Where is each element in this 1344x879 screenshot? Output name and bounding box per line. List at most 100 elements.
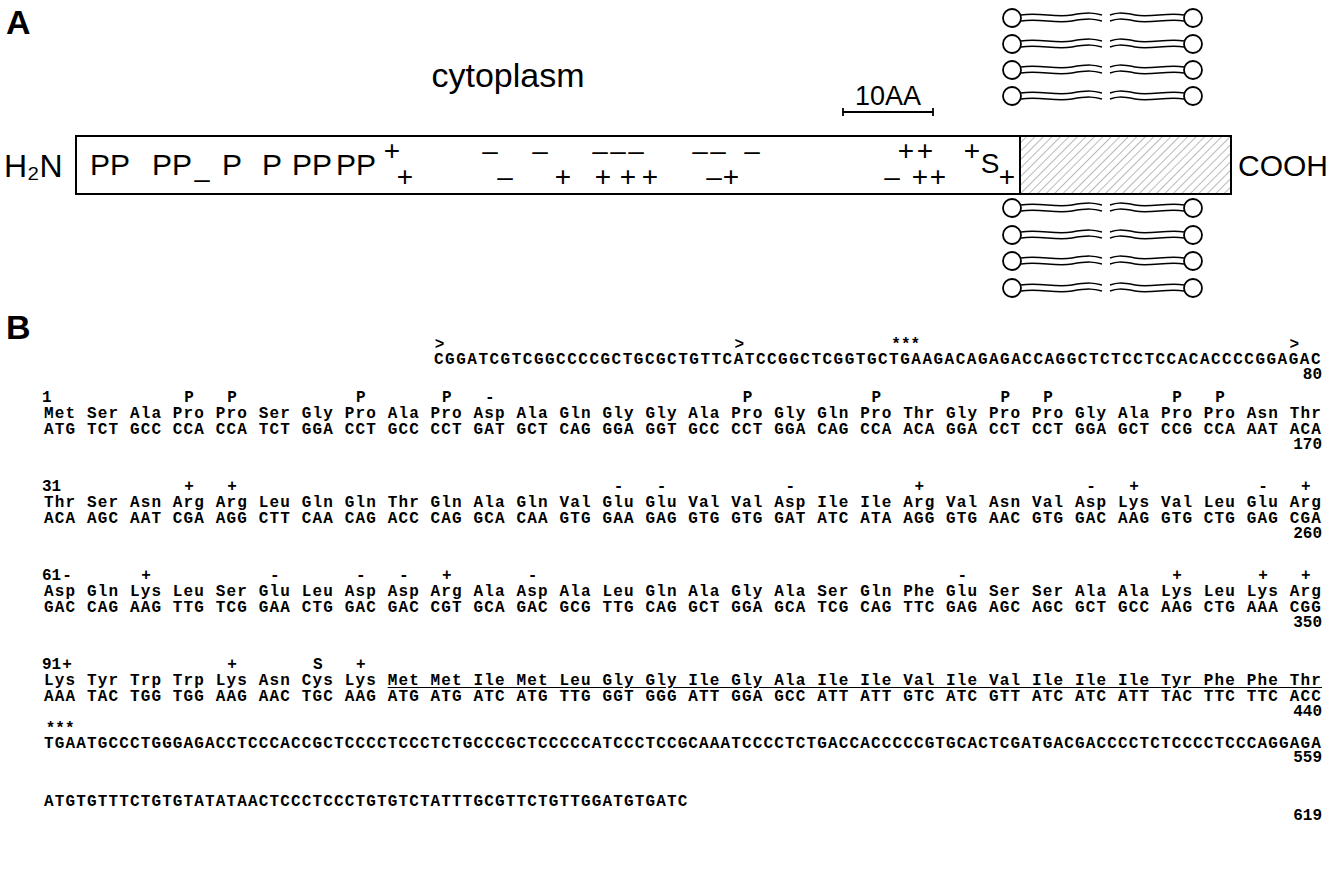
charge-mark: + <box>620 166 636 188</box>
charge-mark: + <box>397 166 413 188</box>
residue-number: 31 <box>42 479 61 495</box>
residue-annotation: P <box>1172 390 1182 406</box>
charge-mark: – <box>884 166 900 188</box>
residue-annotation: S <box>313 657 323 673</box>
residue-number: 1 <box>42 390 52 406</box>
proline-mark: PP <box>90 150 130 180</box>
residue-annotation: + <box>141 568 151 584</box>
residue-annotation: - <box>399 568 409 584</box>
site-marker: > <box>1289 337 1299 353</box>
charge-mark: + <box>999 166 1015 188</box>
lipid-pair <box>1003 252 1202 270</box>
codon-sequence: ATG TCT GCC CCA CCA TCT GGA CCT GCC CCT … <box>44 422 1322 438</box>
charge-mark: – <box>592 140 608 162</box>
charge-mark: – <box>497 166 513 188</box>
lipid-pair <box>1003 226 1202 244</box>
charge-mark: + <box>964 140 980 162</box>
charge-mark: + <box>642 166 658 188</box>
cysteine-mark: S <box>981 153 1000 175</box>
residue-annotation: P <box>872 390 882 406</box>
residue-annotation: - <box>957 568 967 584</box>
stop-codon-marker: *** <box>46 721 75 737</box>
position-number: 170 <box>1293 437 1322 453</box>
residue-annotation: - <box>1086 479 1096 495</box>
site-marker: > <box>734 337 744 353</box>
position-number: 559 <box>1293 750 1322 766</box>
terminus-label: COOH <box>1238 151 1328 181</box>
residue-annotation: P <box>184 390 194 406</box>
codon-sequence: AAA TAC TGG TGG AAG AAC TGC AAG ATG ATG … <box>44 689 1322 705</box>
position-number: 619 <box>1293 808 1322 824</box>
domain-separator <box>1019 135 1021 195</box>
residue-annotation: + <box>442 568 452 584</box>
residue-annotation: + <box>184 479 194 495</box>
lipid-pair <box>1003 35 1202 53</box>
nucleotide-sequence: TGAATGCCCTGGGAGACCTCCCACCGCTCCCCTCCCTCTG… <box>44 736 1322 752</box>
proline-mark: P <box>222 150 242 180</box>
position-number: 350 <box>1293 615 1322 631</box>
lipid-pair <box>1003 9 1202 27</box>
charge-mark: – <box>194 168 210 190</box>
residue-annotation: + <box>1301 479 1311 495</box>
residue-annotation: - <box>1258 479 1268 495</box>
transmembrane-sequence: Met Met Ile Met Leu Gly Gly Ile Gly Ala … <box>388 673 1322 689</box>
charge-mark: – <box>610 140 626 162</box>
transmembrane-hatch <box>1020 137 1230 193</box>
residue-annotation: + <box>227 657 237 673</box>
proline-mark: PP <box>152 150 192 180</box>
charge-mark: – <box>706 166 722 188</box>
amino-acid-sequence: Lys Tyr Trp Trp Lys Asn Cys Lys <box>44 673 377 689</box>
lipid-pair <box>1003 199 1202 217</box>
residue-annotation: + <box>227 479 237 495</box>
position-number: 440 <box>1293 704 1322 720</box>
proline-mark: PP <box>292 150 332 180</box>
nucleotide-sequence: ATGTGTTTCTGTGTATATAACTCCCTCCCTGTGTCTATTT… <box>44 794 688 810</box>
residue-annotation: - <box>62 568 72 584</box>
residue-annotation: + <box>914 479 924 495</box>
charge-mark: – <box>744 140 760 162</box>
residue-annotation: P <box>1215 390 1225 406</box>
residue-annotation: - <box>485 390 495 406</box>
amino-acid-sequence: Met Ser Ala Pro Pro Ser Gly Pro Ala Pro … <box>44 406 1322 422</box>
scale-bar-tick <box>842 108 844 116</box>
codon-sequence: GAC CAG AAG TTG TCG GAA CTG GAC GAC CGT … <box>44 600 1322 616</box>
position-number: 80 <box>1303 367 1322 383</box>
charge-mark: – <box>482 140 498 162</box>
charge-mark: – <box>628 140 644 162</box>
residue-annotation: - <box>270 568 280 584</box>
charge-mark: + <box>595 166 611 188</box>
charge-mark: + <box>912 166 928 188</box>
residue-annotation: P <box>1000 390 1010 406</box>
residue-annotation: + <box>1301 568 1311 584</box>
site-marker: > <box>435 337 445 353</box>
residue-annotation: - <box>356 568 366 584</box>
protein-bar: PPPP–PPPPPP++–––+–+––++–––+––+++++S+ <box>75 135 1232 195</box>
amino-acid-sequence: Thr Ser Asn Arg Arg Leu Gln Gln Thr Gln … <box>44 495 1322 511</box>
terminus-label: H₂N <box>4 150 63 182</box>
site-marker: *** <box>891 337 920 353</box>
charge-mark: + <box>930 166 946 188</box>
amino-acid-sequence: Asp Gln Lys Leu Ser Glu Leu Asp Asp Arg … <box>44 584 1322 600</box>
scale-bar-tick <box>932 108 934 116</box>
residue-annotation: P <box>227 390 237 406</box>
lipid-pair <box>1003 87 1202 105</box>
scale-bar <box>843 111 933 113</box>
charge-mark: + <box>384 140 400 162</box>
charge-mark: + <box>917 140 933 162</box>
codon-sequence: ACA AGC AAT CGA AGG CTT CAA CAG ACC CAG … <box>44 511 1322 527</box>
residue-annotation: + <box>1258 568 1268 584</box>
panel-letter: A <box>6 5 31 39</box>
residue-annotation: + <box>62 657 72 673</box>
residue-annotation: - <box>614 479 624 495</box>
residue-annotation: - <box>528 568 538 584</box>
residue-number: 91 <box>42 657 61 673</box>
scale-bar-label: 10AA <box>855 83 921 110</box>
region-label: cytoplasm <box>431 58 584 92</box>
charge-mark: + <box>723 166 739 188</box>
nucleotide-sequence: CGGATCGTCGGCCCCGCTGCGCTGTTCATCCGGCTCGGTG… <box>434 352 1322 368</box>
residue-annotation: P <box>743 390 753 406</box>
position-number: 260 <box>1293 526 1322 542</box>
residue-number: 61 <box>42 568 61 584</box>
proline-mark: P <box>262 150 282 180</box>
